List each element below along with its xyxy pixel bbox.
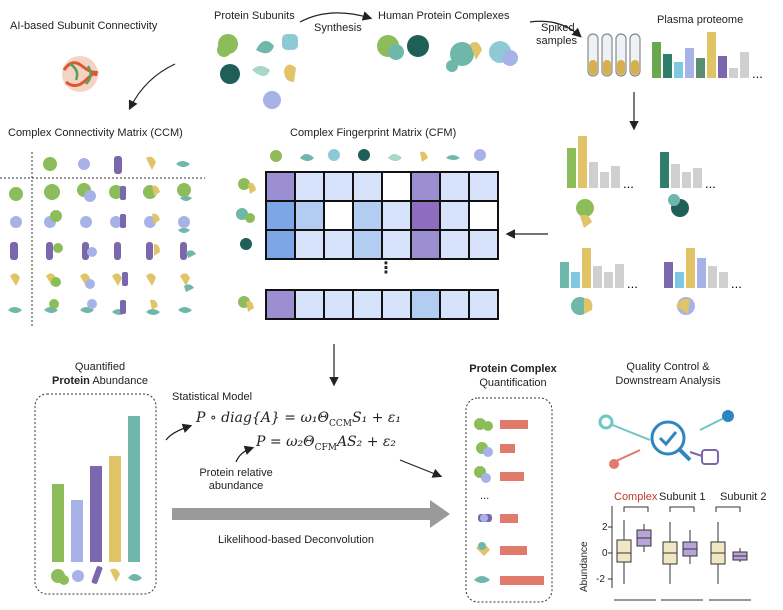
legend-subunit-2: Subunit 2 [720, 491, 767, 503]
quant-ellipsis: ... [480, 490, 490, 502]
statistical-model-title: Statistical Model [172, 391, 253, 403]
protein-subunits-title: Protein Subunits [214, 10, 295, 22]
to-eq1-arrow [165, 423, 193, 441]
quantification-label: Quantification [479, 377, 547, 389]
plasma-proteome-title: Plasma proteome [657, 14, 744, 26]
rel-abundance-arrow [235, 445, 255, 463]
quantified-label: Quantified [74, 361, 126, 373]
qc-boxplot [608, 506, 751, 601]
spiked-arrow [529, 20, 582, 38]
qc-network-icon [598, 410, 734, 469]
svg-text:...: ... [627, 276, 638, 291]
quantification-rows [474, 418, 544, 585]
sample-panel-4: ... [664, 248, 742, 315]
svg-text:...: ... [623, 176, 634, 191]
equation-ccm: P ∘ diag{A} = ω₁ΘCCMS₁ + ε₁ [196, 410, 401, 429]
sample-panel-1: ... [567, 136, 634, 228]
deconvolution-label: Likelihood-based Deconvolution [218, 534, 374, 546]
abundance-bars [51, 416, 142, 585]
relative-abundance-line2: abundance [208, 480, 264, 492]
synthesis-label: Synthesis [314, 22, 362, 34]
spiked-label: Spiked [541, 22, 575, 34]
plasma-proteome-bars: ... [652, 32, 763, 81]
ai-connectivity-title: AI-based Subunit Connectivity [10, 20, 158, 32]
svg-text:...: ... [731, 276, 742, 291]
legend-complex: Complex [614, 491, 658, 503]
svg-text:...: ... [705, 176, 716, 191]
ccm-matrix [0, 152, 205, 328]
protein-abundance-label: Protein Abundance [51, 375, 149, 387]
ai-molecule-icon [62, 56, 99, 92]
ai-to-ccm-arrow [128, 63, 176, 111]
legend-subunit-1: Subunit 1 [659, 491, 706, 503]
protein-subunits-icons [217, 34, 298, 109]
ytick-0: 0 [602, 548, 608, 559]
human-complexes-title: Human Protein Complexes [378, 10, 510, 22]
equation-cfm: P = ω₂ΘCFMAS₂ + ε₂ [256, 434, 397, 453]
synthesis-arrow [299, 11, 373, 23]
ccm-title: Complex Connectivity Matrix (CCM) [8, 127, 183, 139]
plasma-ellipsis: ... [752, 66, 763, 81]
ytick-neg2: -2 [596, 574, 605, 585]
test-tubes-icon [587, 33, 641, 77]
protein-complexes-icons [377, 35, 518, 72]
qc-title-line2: Downstream Analysis [615, 375, 721, 387]
sample-panel-2: ... [660, 152, 716, 217]
cfm-title: Complex Fingerprint Matrix (CFM) [290, 127, 457, 139]
cfm-vertical-dots: ⋮ [378, 260, 394, 277]
qc-title-line1: Quality Control & [626, 361, 710, 373]
cfm-header-icons [236, 149, 486, 312]
samples-label: samples [536, 35, 577, 47]
sample-panel-3: ... [560, 248, 638, 315]
relative-abundance-line1: Protein relative [199, 467, 273, 479]
to-quant-arrow [399, 459, 443, 478]
deconvolution-arrow [172, 500, 450, 528]
ytick-2: 2 [602, 522, 608, 533]
protein-complex-label: Protein Complex [469, 363, 557, 375]
abundance-box [34, 393, 157, 595]
cfm-matrix [265, 171, 499, 320]
